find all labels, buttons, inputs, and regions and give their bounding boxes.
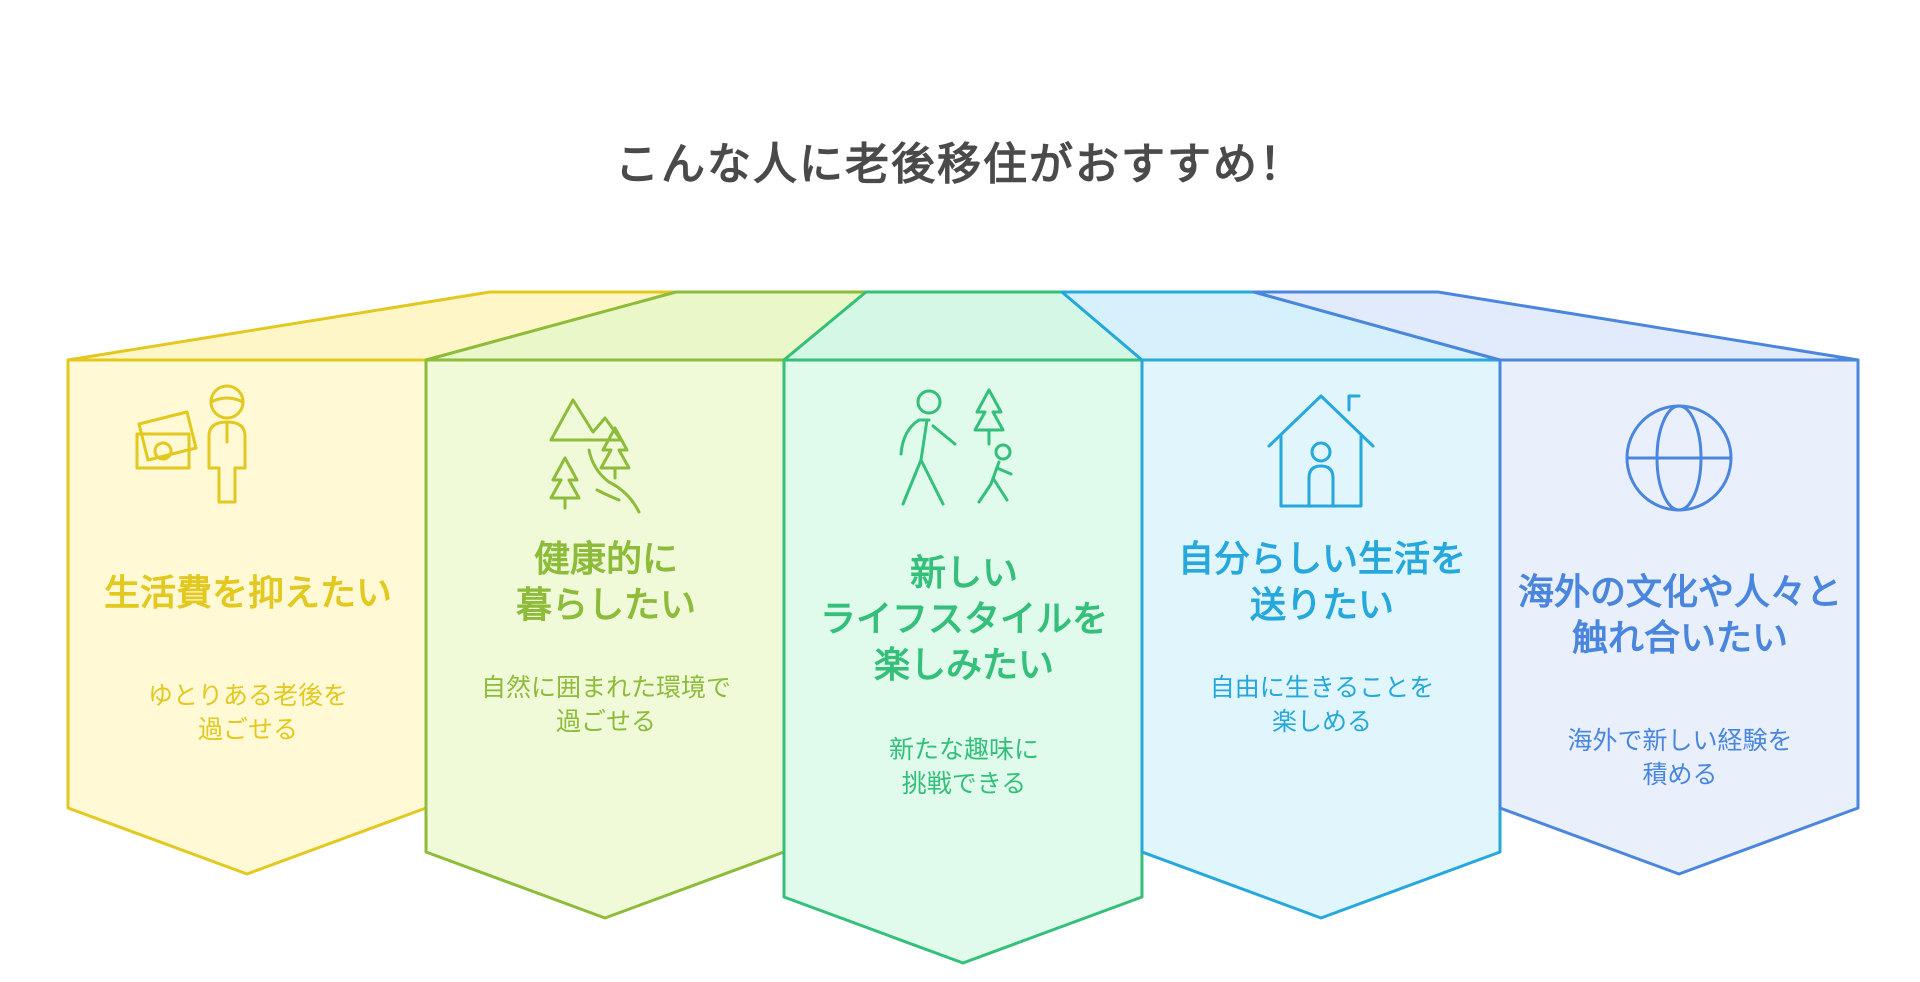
panel-1-body (66, 358, 428, 876)
panel-3 (782, 290, 1144, 965)
panel-1-title: 生活費を抑えたい (103, 573, 392, 614)
panel-3-text: 新しい ライフスタイルを 楽しみたい 新たな趣味に 挑戦できる (786, 551, 1142, 801)
panel-3-description: 新たな趣味に 挑戦できる (888, 735, 1039, 798)
panel-2-description: 自然に囲まれた環境で 過ごせる (480, 673, 731, 736)
panel-4-body (1140, 358, 1502, 920)
house-person-icon (1267, 394, 1375, 508)
page-title: こんな人に老後移住がおすすめ！ (615, 139, 1305, 190)
panel-2-title: 健康的に 暮らしたい (515, 539, 696, 626)
panel-3-body (782, 358, 1144, 965)
panel-4-text: 自分らしい生活を 送りたい 自由に生きることを 楽しめる (1144, 537, 1500, 739)
panel-5-description: 海外で新しい経験を 積める (1567, 726, 1793, 789)
panel-3-title: 新しい ライフスタイルを 楽しみたい (819, 553, 1108, 686)
panel-2-body (424, 358, 786, 920)
mountain-trees-icon (549, 398, 641, 514)
panel-4-title: 自分らしい生活を 送りたい (1177, 539, 1466, 626)
hiking-people-icon (899, 388, 1013, 506)
panel-5-text: 海外の文化や人々と 触れ合いたい 海外で新しい経験を 積める (1502, 570, 1858, 792)
panel-4 (1060, 290, 1502, 920)
panel-2 (424, 290, 868, 920)
globe-icon (1625, 404, 1733, 512)
panel-1-description: ゆとりある老後を 過ごせる (147, 681, 348, 744)
panel-5-title: 海外の文化や人々と 触れ合いたい (1517, 572, 1842, 659)
money-person-icon (135, 384, 247, 504)
panel-2-text: 健康的に 暮らしたい 自然に囲まれた環境で 過ごせる (428, 537, 784, 739)
panel-5 (1252, 290, 1860, 876)
panel-4-description: 自由に生きることを 楽しめる (1209, 673, 1435, 736)
panel-1 (66, 290, 678, 876)
panel-5-body (1498, 358, 1860, 876)
panel-1-text: 生活費を抑えたい ゆとりある老後を 過ごせる (70, 571, 426, 747)
